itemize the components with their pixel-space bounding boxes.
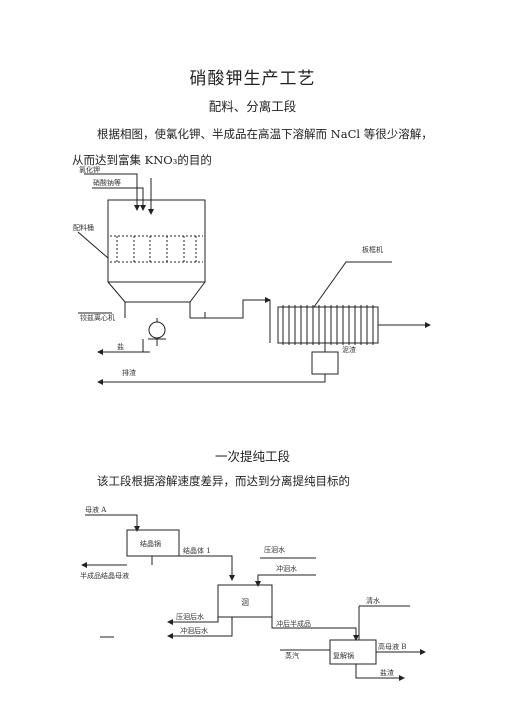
high-liquor-b-label: 高母液 B: [378, 642, 406, 651]
clear-water-label: 清水: [366, 596, 380, 605]
flush-water-label: 冲洄水: [276, 564, 297, 573]
section1-paragraph-line2: 从而达到富集 KNO₃的目的: [72, 153, 212, 167]
mud-label: 泥渣: [342, 345, 356, 354]
tank-label: 洄: [241, 598, 249, 607]
section2-heading: 一次提纯工段: [214, 449, 290, 464]
redissolve-label: 复解锅: [333, 651, 354, 660]
mother-a-label: 母液 A: [85, 505, 107, 514]
crystallizer-box: [126, 529, 180, 557]
mixing-tank-cone: [107, 281, 206, 303]
salt-residue-label: 盐渣: [380, 668, 394, 677]
salt-label: 盐: [117, 342, 124, 351]
section1-paragraph-line1: 根据相图，使氯化钾、半成品在高温下溶解而 NaCl 等很少溶解，: [97, 127, 433, 141]
section1-heading: 配料、分离工段: [208, 99, 297, 114]
press-water-label: 压洄水: [264, 545, 285, 554]
press-after-label: 压洄后水: [176, 612, 204, 621]
kcl-label: 氯化钾: [79, 165, 100, 174]
plate-filter-label: 板框机: [362, 245, 383, 254]
section2-paragraph: 该工段根据溶解速度差异，而达到分离提纯目标的: [97, 474, 350, 488]
page-title: 硝酸钾生产工艺: [189, 69, 316, 89]
discharge-label: 排渣: [122, 368, 136, 377]
tank-box: [217, 584, 273, 618]
crystal-1-label: 结晶体 1: [183, 546, 211, 555]
nitrate-label: 硝酸钠等: [93, 178, 121, 187]
centrifuge-label: 铰兹离心机: [80, 313, 115, 322]
crystallizer-label: 结晶锅: [140, 539, 161, 548]
mixing-tank: [107, 199, 206, 283]
mixer-label: 配料桶: [73, 223, 94, 232]
flush-after-label: 冲洄后水: [180, 626, 208, 635]
flush-semi-label: 冲后半成品: [276, 619, 311, 628]
semi-liquor-label: 半成品结晶母液: [80, 571, 129, 580]
steam-label: 蒸汽: [285, 651, 299, 660]
